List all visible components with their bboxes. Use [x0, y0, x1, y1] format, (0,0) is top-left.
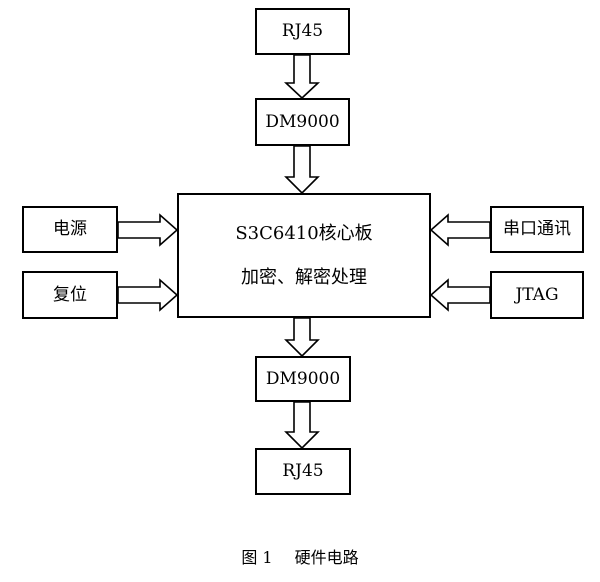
serial-label: 串口通讯 — [503, 219, 571, 239]
arrow-dm9000-to-core — [284, 145, 320, 195]
arrow-reset-to-core — [117, 278, 179, 312]
arrow-rj45-to-dm9000 — [283, 54, 321, 100]
dm9000-top-box: DM9000 — [255, 98, 350, 146]
core-board-function: 加密、解密处理 — [241, 266, 367, 288]
core-board-title: S3C6410核心板 — [235, 222, 373, 244]
jtag-label: JTAG — [515, 284, 559, 305]
dm9000-bottom-box: DM9000 — [255, 356, 351, 402]
reset-box: 复位 — [22, 271, 118, 319]
arrow-dm9000-to-rj45 — [284, 401, 320, 450]
rj45-top-label: RJ45 — [281, 21, 324, 41]
reset-label: 复位 — [53, 284, 87, 305]
dm9000-bottom-label: DM9000 — [265, 368, 341, 389]
arrow-core-to-dm9000 — [284, 317, 320, 358]
arrow-power-to-core — [117, 213, 179, 247]
rj45-bottom-label: RJ45 — [282, 461, 324, 481]
core-board-box: S3C6410核心板 加密、解密处理 — [177, 193, 431, 318]
arrow-jtag-to-core — [429, 278, 491, 312]
arrow-serial-to-core — [429, 213, 491, 247]
serial-box: 串口通讯 — [490, 206, 584, 253]
power-box: 电源 — [22, 206, 118, 253]
dm9000-top-label: DM9000 — [265, 111, 340, 132]
rj45-bottom-box: RJ45 — [255, 448, 351, 495]
caption-number: 图 1 — [241, 548, 273, 567]
figure-caption: 图 1 硬件电路 — [0, 544, 600, 568]
power-label: 电源 — [53, 219, 87, 239]
rj45-top-box: RJ45 — [255, 8, 350, 55]
jtag-box: JTAG — [490, 271, 584, 319]
caption-title: 硬件电路 — [294, 548, 359, 567]
